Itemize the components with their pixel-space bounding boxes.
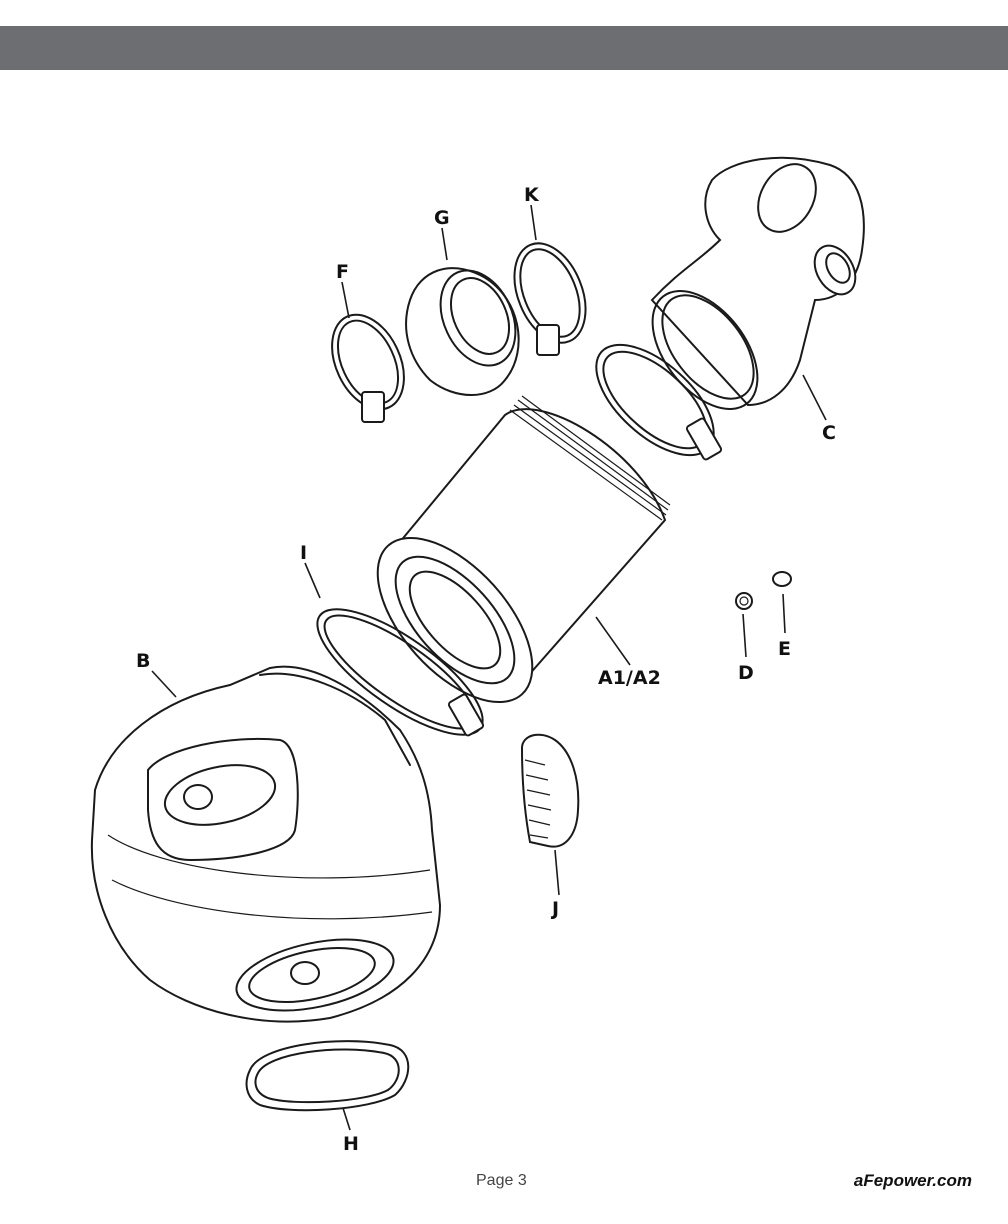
part-g-coupler — [405, 267, 520, 396]
page-number: Page 3 — [476, 1172, 527, 1189]
part-a1a2-filter — [376, 395, 671, 704]
part-d-nut — [735, 592, 753, 610]
part-f-clamp — [331, 313, 405, 423]
clamp-c-side — [595, 343, 723, 461]
label-k: K — [524, 184, 540, 206]
label-h: H — [343, 1133, 359, 1155]
label-d: D — [738, 662, 754, 684]
header-bar — [0, 26, 1008, 70]
label-f: F — [336, 261, 349, 283]
part-e-cap — [772, 571, 792, 587]
label-i: I — [300, 542, 307, 564]
label-g: G — [434, 207, 450, 229]
label-j: J — [550, 898, 559, 920]
part-c-intake-tube — [650, 156, 865, 410]
part-h-gasket — [245, 1040, 410, 1112]
label-b: B — [136, 650, 150, 672]
label-c: C — [822, 422, 836, 444]
leader-lines — [151, 204, 827, 1131]
label-a1a2: A1/A2 — [598, 667, 661, 689]
part-j-breather — [520, 733, 580, 848]
label-e: E — [778, 638, 791, 660]
part-i-clamp — [316, 608, 485, 737]
part-k-clamp — [513, 242, 587, 356]
website-link[interactable]: aFepower.com — [853, 1171, 972, 1190]
part-b-airbox — [90, 665, 442, 1023]
